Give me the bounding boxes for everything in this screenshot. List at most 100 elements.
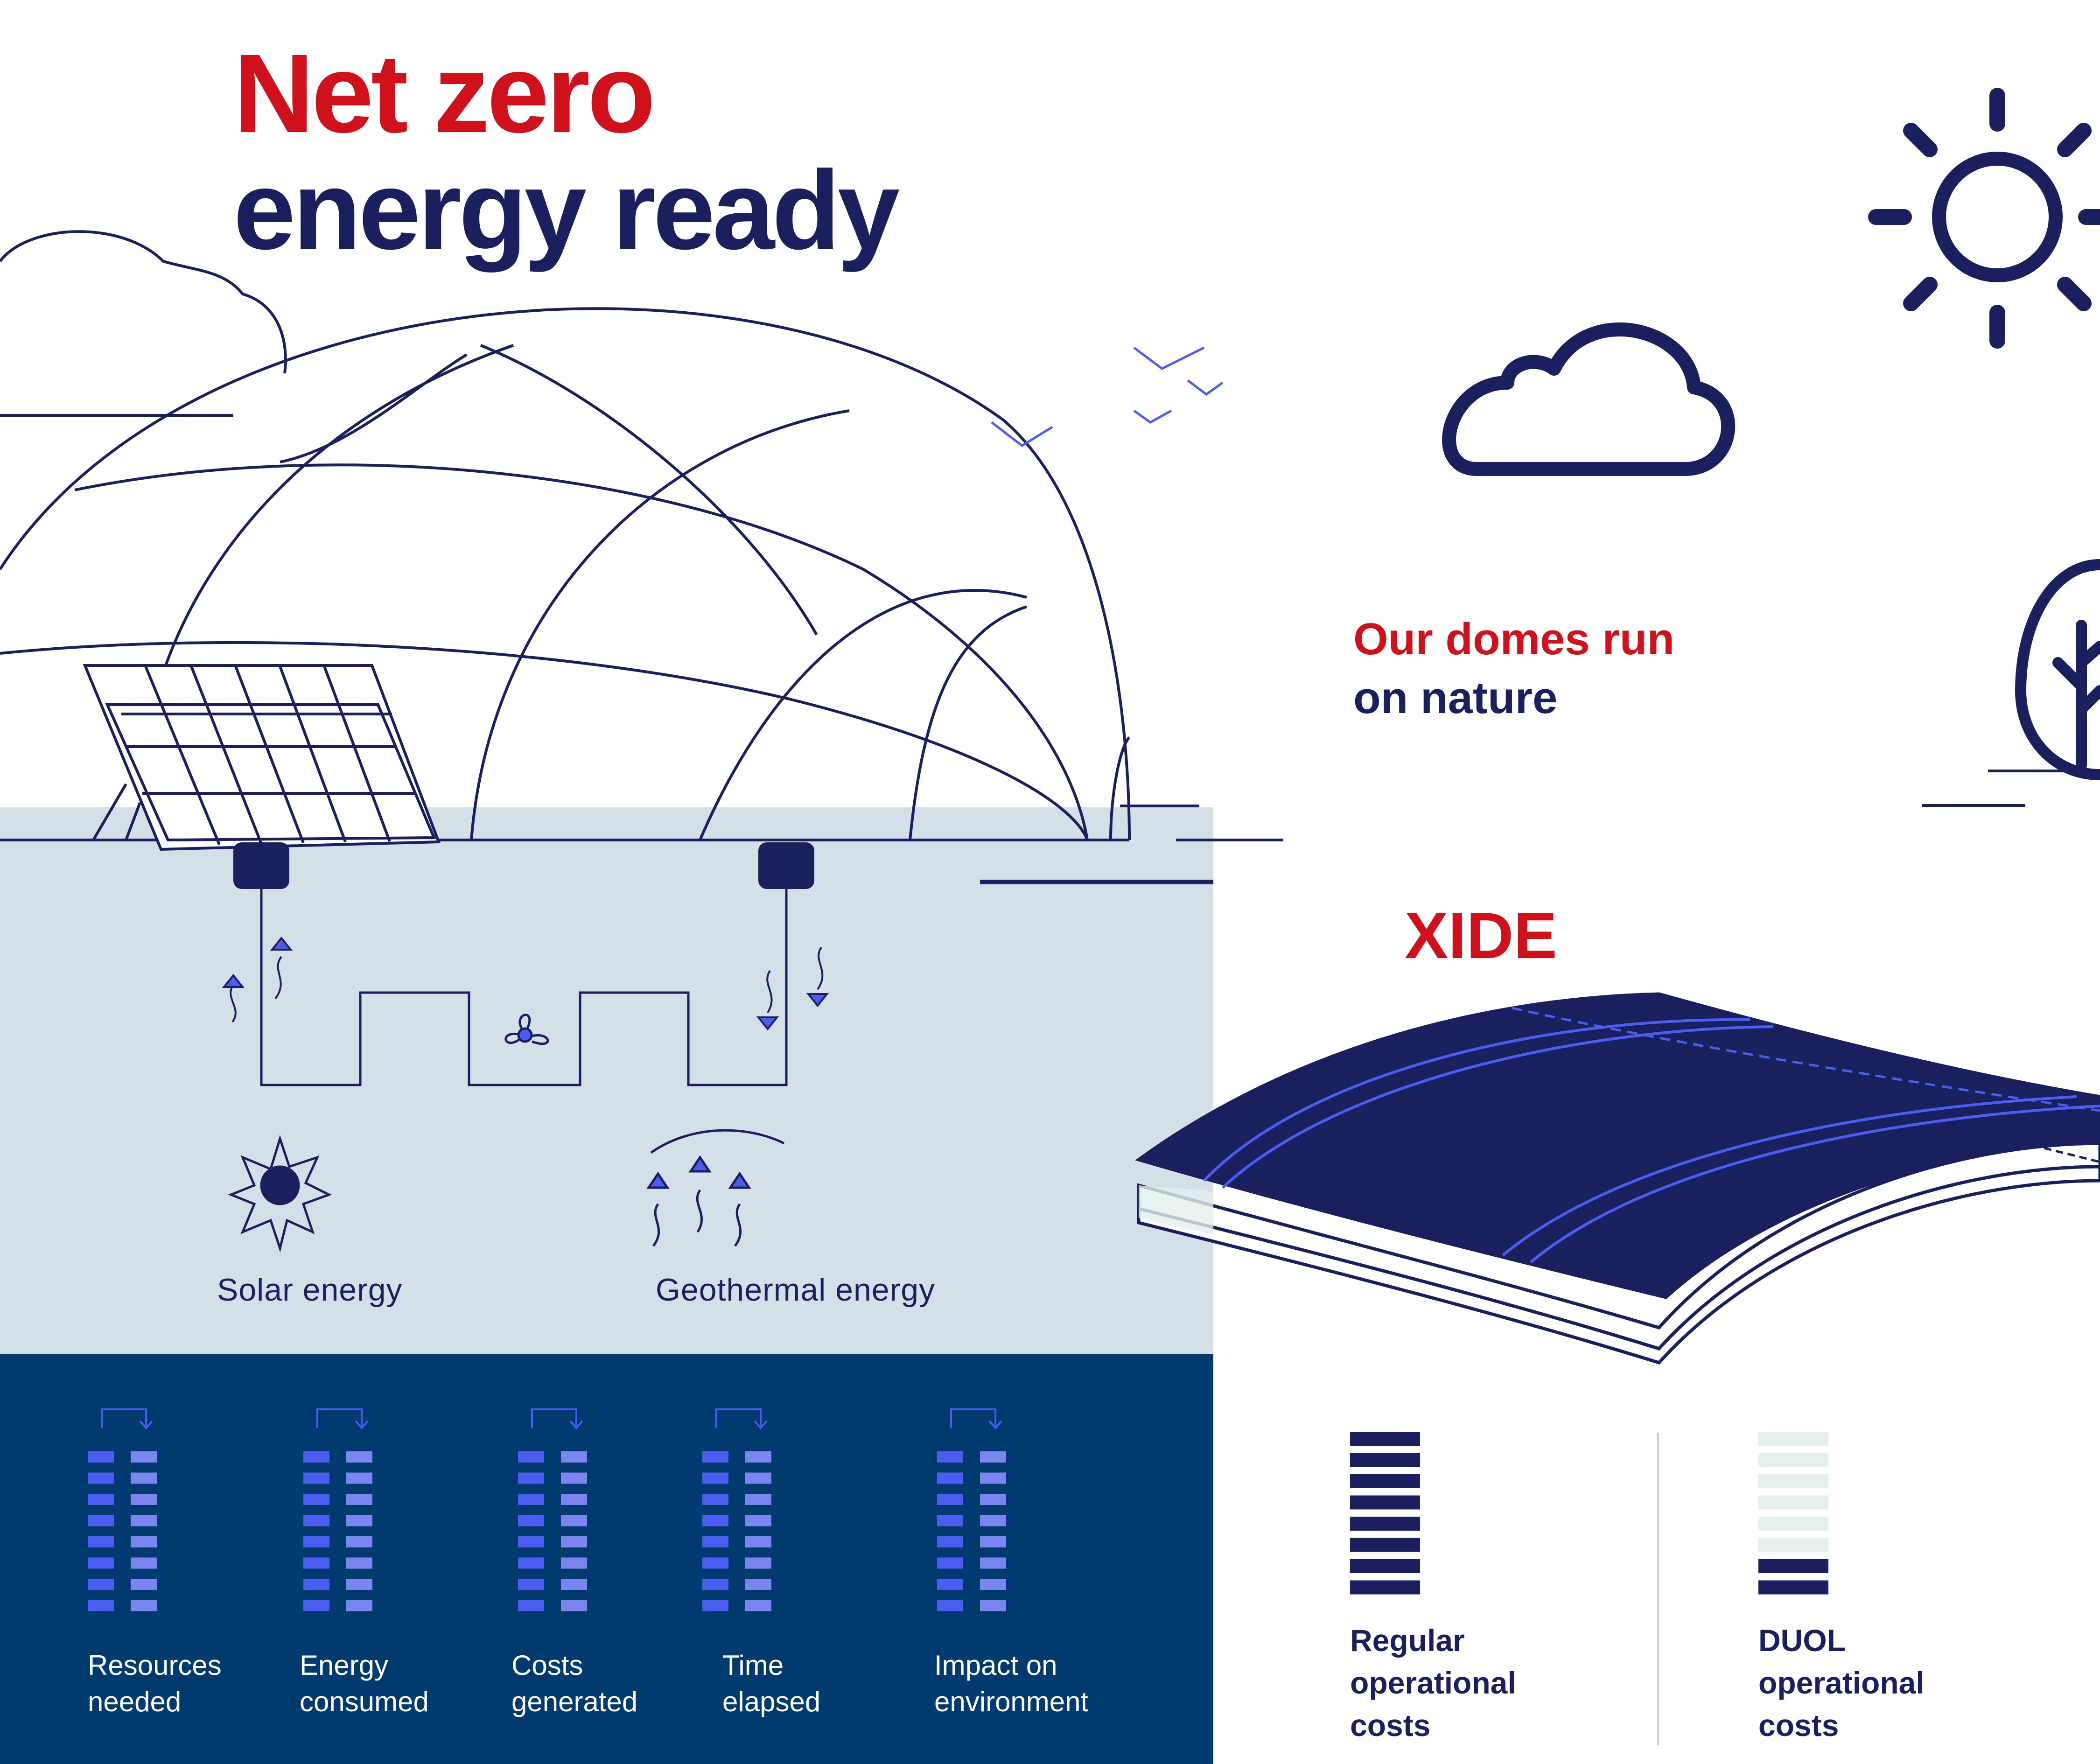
- bar-segment: [346, 1515, 372, 1526]
- cost-segment: [1350, 1495, 1420, 1510]
- cost-duol: DUOL operational costs: [1758, 1619, 2001, 1747]
- bar-segment: [518, 1579, 544, 1590]
- tree-icon: [2015, 559, 2100, 780]
- fan-icon: [504, 1014, 549, 1045]
- bar-segment: [561, 1472, 587, 1484]
- bar-segment: [561, 1451, 587, 1463]
- bar-segment: [303, 1557, 329, 1569]
- cost-segment: [1350, 1432, 1420, 1446]
- bar-segment: [346, 1536, 372, 1547]
- metric-line-2: generated: [511, 1686, 638, 1717]
- bar-segment: [745, 1536, 771, 1547]
- bar-segment: [303, 1536, 329, 1547]
- slogan-line-1: Our domes run: [1353, 614, 1675, 664]
- headline-line-1: Net zero: [233, 31, 656, 156]
- bar-segment: [937, 1451, 963, 1463]
- bar-segment: [518, 1600, 544, 1611]
- metric-line-2: elapsed: [722, 1686, 821, 1717]
- headline-line-2: energy ready: [233, 147, 900, 273]
- arrow-icon: [950, 1408, 996, 1428]
- bar-segment: [131, 1451, 157, 1463]
- bar-segment: [131, 1557, 157, 1569]
- bar-segment: [702, 1494, 728, 1505]
- arrow-icon: [101, 1408, 147, 1428]
- cost-segment: [1758, 1474, 1828, 1488]
- sun-icon: [1868, 88, 2100, 349]
- solar-panel: [83, 664, 441, 851]
- bar-segment: [88, 1557, 114, 1569]
- bar-segment: [88, 1579, 114, 1590]
- ground-lines-right: [1922, 770, 2100, 807]
- background-cloud-icon: [0, 230, 287, 374]
- bar-segment: [745, 1494, 771, 1505]
- bar-segment: [745, 1451, 771, 1463]
- bar-segment: [346, 1494, 372, 1505]
- bar-segment: [937, 1600, 963, 1611]
- arrow-head-icon: [139, 1420, 153, 1430]
- metric-line-2: needed: [88, 1686, 182, 1717]
- metric-line-2: environment: [934, 1686, 1089, 1717]
- metric-line-1: Impact on: [934, 1650, 1057, 1681]
- bar-segment: [346, 1579, 372, 1590]
- metric-line-1: Costs: [511, 1650, 583, 1681]
- bar-segment: [980, 1494, 1006, 1505]
- bar-segment: [561, 1557, 587, 1569]
- bar-segment: [937, 1515, 963, 1526]
- bar-segment: [88, 1536, 114, 1547]
- bar-segment: [88, 1600, 114, 1611]
- metric-bar-icon: [88, 1408, 157, 1611]
- bar-segment: [980, 1600, 1006, 1611]
- bar-segment: [88, 1451, 114, 1463]
- bar-segment: [518, 1472, 544, 1484]
- bar-segment: [131, 1579, 157, 1590]
- bar-segment: [518, 1515, 544, 1526]
- bar-segment: [518, 1494, 544, 1505]
- cost-segment: [1350, 1559, 1420, 1573]
- solar-energy-label: Solar energy: [217, 1272, 403, 1308]
- cost-segment: [1758, 1495, 1828, 1510]
- metric-bar-icon: [518, 1408, 587, 1611]
- metric-line-1: Resources: [88, 1650, 222, 1681]
- metric-bar-icon: [937, 1408, 1006, 1611]
- bar-segment: [980, 1515, 1006, 1526]
- bar-segment: [980, 1579, 1006, 1590]
- bar-segment: [303, 1600, 329, 1611]
- metric-line-2: consumed: [300, 1686, 429, 1717]
- bar-segment: [303, 1451, 329, 1463]
- cost-segment: [1758, 1559, 1828, 1573]
- metric-resources-needed: Resources needed: [88, 1647, 288, 1720]
- cost-line-3: costs: [1350, 1708, 1431, 1743]
- arrow-head-icon: [988, 1420, 1002, 1430]
- bar-segment: [561, 1515, 587, 1526]
- bar-segment: [518, 1451, 544, 1463]
- cost-segment: [1350, 1580, 1420, 1595]
- bar-segment: [745, 1600, 771, 1611]
- metric-time-elapsed: Time elapsed: [722, 1647, 923, 1720]
- bar-segment: [561, 1600, 587, 1611]
- cost-line-2: operational: [1350, 1666, 1516, 1701]
- geothermal-energy-label: Geothermal energy: [656, 1272, 936, 1308]
- arrow-icon: [715, 1408, 762, 1428]
- underground-panel: [0, 807, 1213, 1354]
- bar-segment: [518, 1536, 544, 1547]
- bar-segment: [561, 1536, 587, 1547]
- solar-energy-sun-icon: [228, 1134, 332, 1253]
- arrow-head-icon: [355, 1420, 369, 1430]
- cost-line-1: DUOL: [1758, 1623, 1846, 1658]
- arrow-icon: [316, 1408, 363, 1428]
- cost-segment: [1350, 1453, 1420, 1467]
- brand-name: XIDE: [1405, 899, 1557, 972]
- metric-energy-consumed: Energy consumed: [300, 1647, 500, 1720]
- bar-segment: [980, 1557, 1006, 1569]
- cost-segment: [1758, 1538, 1828, 1552]
- bar-segment: [561, 1494, 587, 1505]
- bar-segment: [745, 1472, 771, 1484]
- bar-segment: [937, 1579, 963, 1590]
- heat-flow-arrows: [222, 936, 829, 1031]
- bar-segment: [702, 1557, 728, 1569]
- bar-segment: [131, 1472, 157, 1484]
- xide-roof-panel: [1135, 992, 2100, 1365]
- bar-segment: [702, 1536, 728, 1547]
- metric-costs-generated: Costs generated: [511, 1647, 712, 1720]
